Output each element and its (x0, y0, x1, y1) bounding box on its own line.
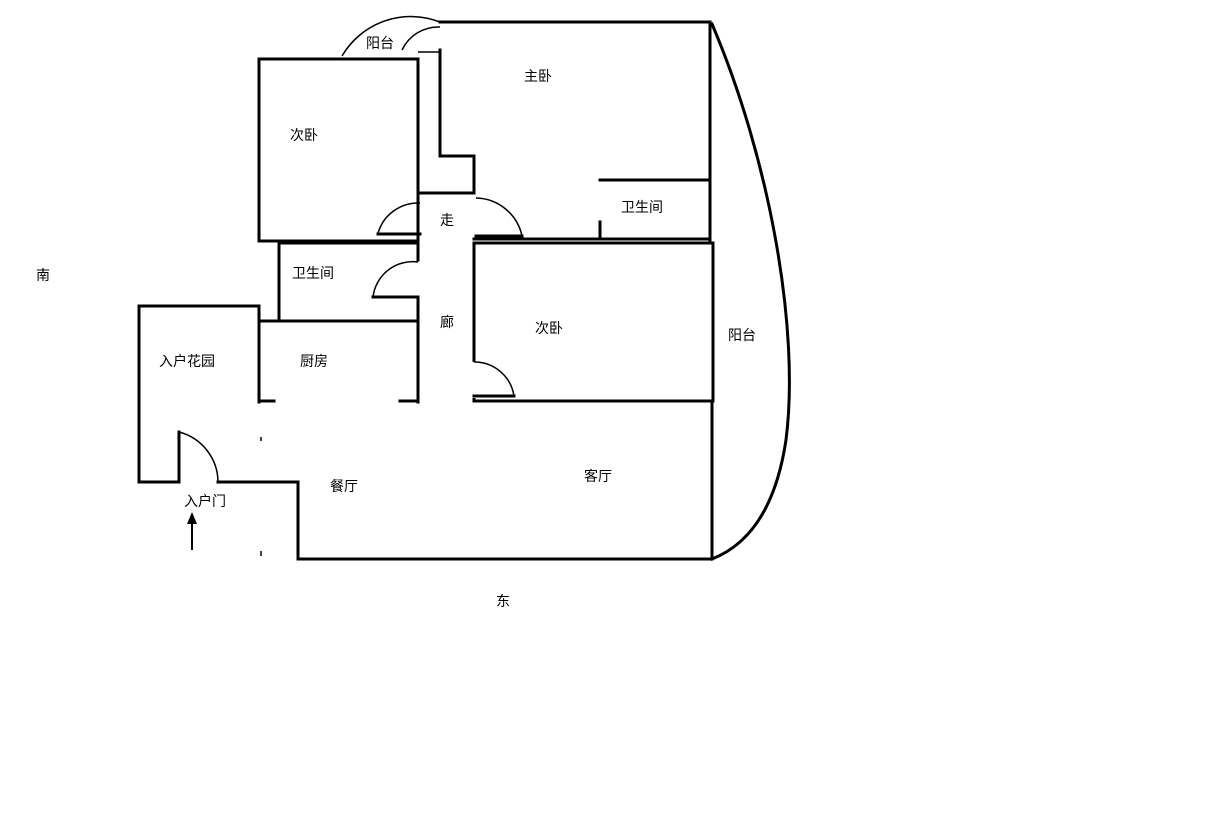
master-door-arc (475, 197, 523, 237)
label-second-bedroom-right: 次卧 (535, 321, 563, 337)
second-bedroom-top-walls (257, 57, 420, 243)
arrow-up-icon (187, 512, 197, 550)
bathroom-door-arc (372, 260, 419, 298)
master-bedroom-left-wall (418, 48, 476, 195)
top-bedroom-door-arc (377, 202, 421, 234)
entry-door-arc (178, 431, 219, 483)
second-bedroom-right-walls (472, 241, 715, 403)
label-dining-room: 餐厅 (330, 479, 358, 495)
right-bedroom-door-arc (473, 361, 515, 397)
walls (137, 20, 715, 561)
label-master-bedroom: 主卧 (524, 69, 552, 85)
entry-garden-walls (137, 304, 261, 484)
label-kitchen: 厨房 (300, 354, 328, 370)
label-bathroom: 卫生间 (292, 266, 334, 282)
room-labels: 阳台 主卧 次卧 走 卫生间 卫生间 廊 次卧 阳台 入户花园 厨房 客厅 餐厅… (36, 36, 756, 610)
balcony-door-arc (341, 15, 441, 57)
label-second-bedroom-top: 次卧 (290, 128, 318, 144)
label-living-room: 客厅 (584, 468, 612, 485)
living-room-walls (216, 399, 714, 561)
balcony-right-curve (710, 22, 791, 561)
master-bedroom-walls-top (470, 20, 712, 242)
doors (177, 15, 524, 484)
label-corridor-walk: 走 (440, 213, 454, 229)
label-corridor-lang: 廊 (440, 314, 454, 331)
master-balcony-door-arc (401, 26, 441, 51)
label-south: 南 (36, 268, 50, 284)
label-balcony-top: 阳台 (366, 36, 394, 52)
label-entry-garden: 入户花园 (159, 353, 215, 370)
label-bathroom-master: 卫生间 (621, 200, 663, 216)
label-entry-door: 入户门 (184, 493, 226, 510)
label-east: 东 (496, 594, 510, 610)
label-balcony-right: 阳台 (728, 328, 756, 344)
